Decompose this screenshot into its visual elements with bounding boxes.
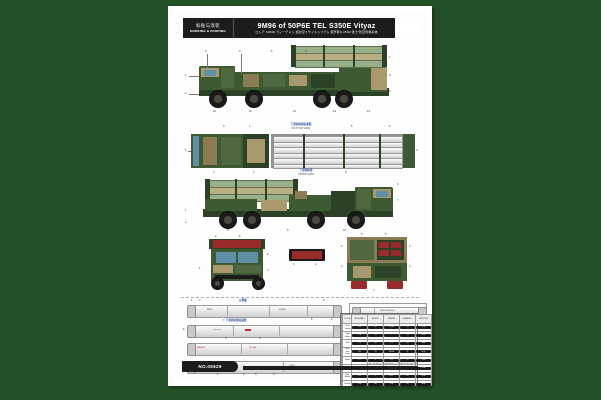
title-main-column: 9M96 of 50P6E TEL S350E Vityaz ロシア S350E… (234, 18, 395, 38)
page-title: 9M96 of 50P6E TEL S350E Vityaz (257, 21, 376, 30)
canister-label-b: 下部机体部底面图 (225, 319, 247, 322)
paint-code-mr: C31 (350, 347, 368, 357)
color-swatch-cell (341, 339, 343, 348)
paint-code-mr: C59 (350, 379, 368, 386)
title-tail-spacer (395, 18, 421, 38)
view-top: 下部机体部底面图 BOTTOM VIEW (183, 123, 421, 171)
paint-code-humbrol: 90 (398, 331, 416, 340)
color-chart-table: COLOR MR.HOBBY REVELL TAMIYA HUMBROL TES… (341, 314, 432, 386)
paint-code-humbrol: 18 (398, 379, 416, 386)
side-right-label: 下部机体部 (299, 169, 313, 172)
color-name-cell: Dark Sea Grey (342, 347, 352, 357)
color-swatch-cell (341, 379, 343, 386)
color-name-cell: Red (342, 339, 352, 348)
col-header-mrhobby: MR.HOBBY (350, 314, 368, 324)
footer-note: ALL RIGHTS RESERVED © TRUMPETER MODEL (368, 363, 418, 365)
paint-code-testors: 1628 (414, 379, 432, 386)
color-chart-note: ※ ：MEANS MIXED COLOR ○ ：NO COLOR (379, 361, 418, 363)
color-name-cell: Dark Yellow (342, 323, 352, 332)
instruction-sheet: 标贴与涂装 MARKING & PAINTING 9M96 of 50P6E T… (168, 6, 432, 386)
sheet-inner: 标贴与涂装 MARKING & PAINTING 9M96 of 50P6E T… (173, 11, 432, 386)
col-header-revell: REVELL (366, 314, 384, 324)
col-header-color: COLOR (342, 314, 352, 324)
top-view-sublabel: BOTTOM VIEW (291, 127, 311, 130)
title-block: 标贴与涂装 MARKING & PAINTING 9M96 of 50P6E T… (183, 18, 421, 38)
canister-label-a: 左侧面 (239, 299, 247, 302)
paint-code-mr: C3 (350, 339, 368, 348)
paint-code-testors: 1749 (414, 371, 432, 381)
color-chart: COLOR MR.HOBBY REVELL TAMIYA HUMBROL TES… (340, 313, 432, 386)
title-label-column: 标贴与涂装 MARKING & PAINTING (183, 18, 234, 38)
view-rear: 1 2 3 4 5 6 7 (341, 233, 411, 292)
paint-code-mr: C26 (350, 331, 368, 340)
col-header-tamiya: TAMIYA (382, 314, 400, 324)
color-name-cell: White (342, 355, 352, 365)
paint-code-testors: 1708 (414, 323, 432, 332)
view-detail-small: 1 2 (289, 249, 325, 266)
paint-code-mr: C33 (350, 371, 368, 381)
paint-code-humbrol: 33 (398, 371, 416, 381)
paint-code-revell: 30 (366, 379, 384, 386)
paint-code-tamiya: X-6 (382, 379, 400, 386)
side-right-sublabel: UPPER VIEW (297, 173, 315, 176)
paint-code-testors: 1603 (414, 339, 432, 348)
view-row-front-rear: 1 2 3 4 5 1 2 (183, 233, 421, 292)
col-header-testors: TESTORS (414, 314, 432, 324)
color-name-cell: Light Green (342, 331, 352, 340)
paint-code-mr: C39 (350, 323, 368, 332)
kit-number-badge: NO.05529 (182, 361, 238, 372)
paint-code-tamiya: XF-54 (382, 347, 400, 357)
paint-code-humbrol: 27 (398, 347, 416, 357)
section-divider (181, 297, 419, 298)
paint-code-tamiya: ~ (382, 331, 400, 340)
paint-code-tamiya: X-7 (382, 339, 400, 348)
color-name-cell: Flat Black (342, 371, 352, 381)
footer-bar (243, 366, 418, 370)
title-english-label: MARKING & PAINTING (190, 28, 226, 33)
paint-code-revell: 79 (366, 347, 384, 357)
col-header-humbrol: HUMBROL (398, 314, 416, 324)
page-subtitle: ロシア S350E ヴィーチャシ 連対空ミサイルシステム 俄罗斯S-350E"勇… (255, 30, 378, 34)
paint-code-revell: 36 (366, 339, 384, 348)
paint-code-testors: 1713 (414, 331, 432, 340)
paint-code-revell: 9 (366, 371, 384, 381)
paint-code-humbrol: 60 (398, 339, 416, 348)
paint-code-testors: 1723 (414, 347, 432, 357)
top-view-label: 下部机体部底面图 (290, 123, 312, 126)
color-chart-header-row: COLOR MR.HOBBY REVELL TAMIYA HUMBROL TES… (341, 314, 432, 324)
paint-code-mr: C1 (350, 355, 368, 365)
color-name-cell: Orange (342, 379, 352, 386)
paint-code-tamiya: XF-60 (382, 323, 400, 332)
title-chinese-label: 标贴与涂装 (196, 22, 220, 28)
paint-code-humbrol: 93 (398, 323, 416, 332)
paint-code-revell: 45 (366, 331, 384, 340)
paint-code-tamiya: XF-1 (382, 371, 400, 381)
view-front: 1 2 3 4 5 (199, 235, 268, 290)
view-side-right: 下部机体部 UPPER VIEW (185, 169, 399, 232)
paint-code-revell: 42 (366, 323, 384, 332)
view-side-left: 1 2 3 4 5 6 7 8 9 10 11 12 13 14 (183, 44, 421, 122)
